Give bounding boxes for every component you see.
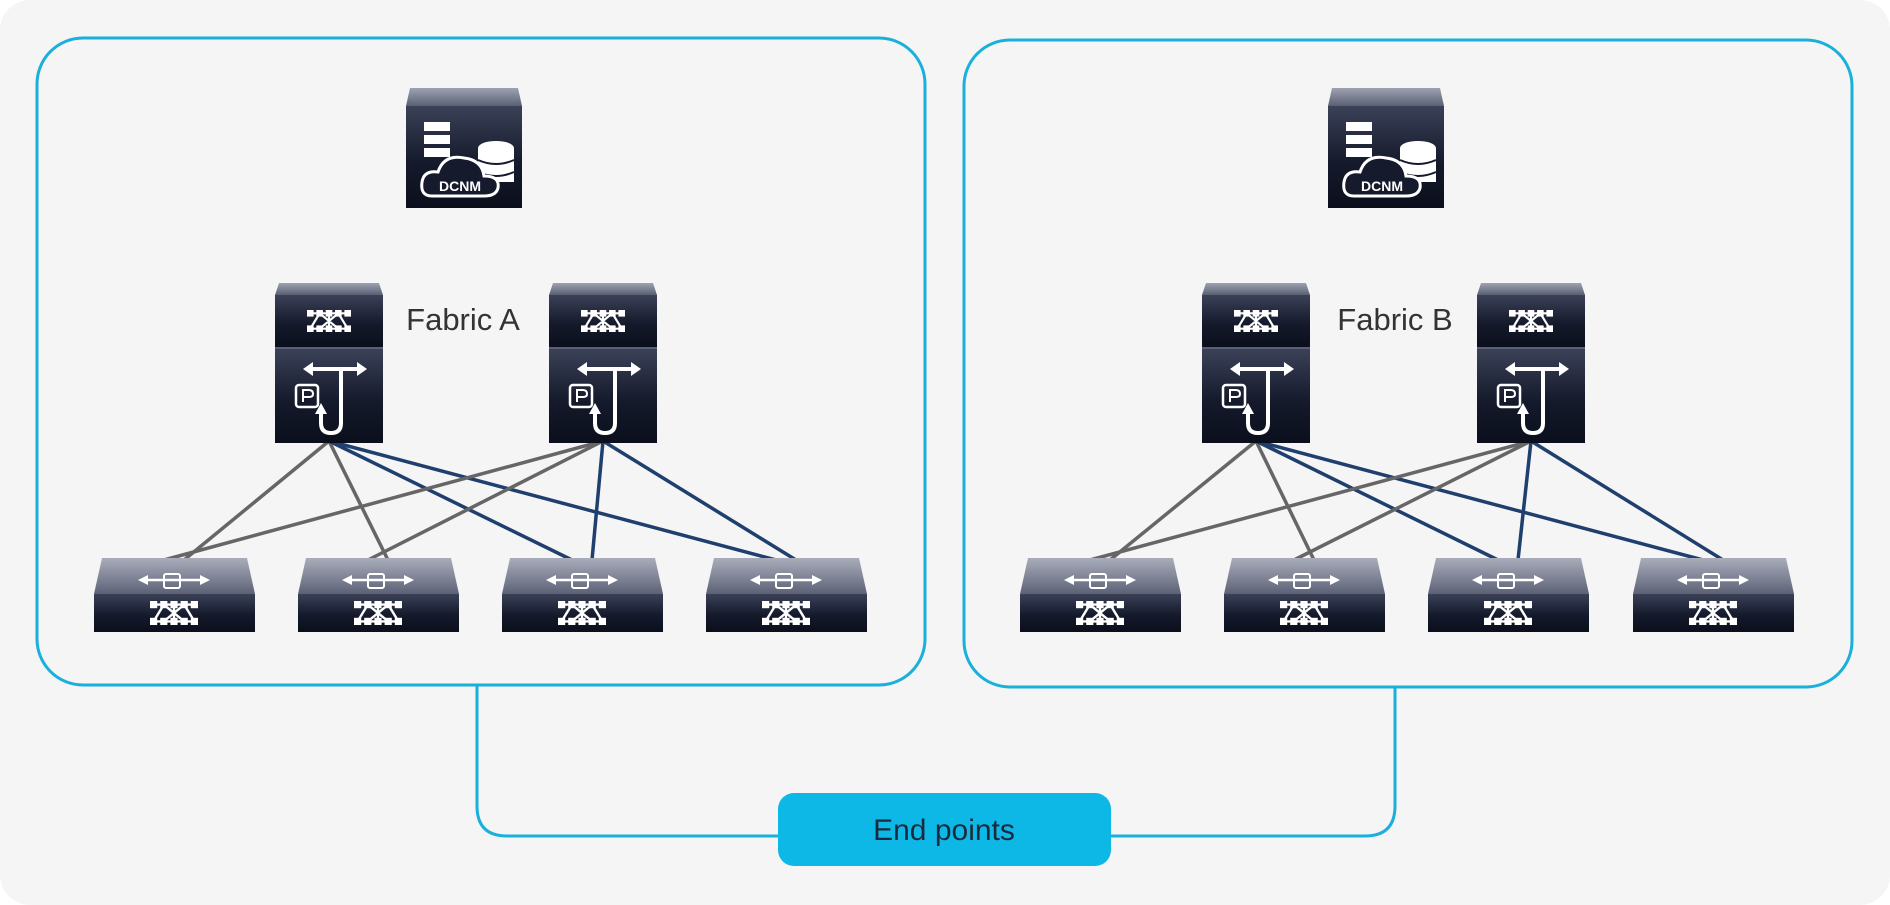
fabric-a-link-spine2-leaf4 (602, 439, 797, 562)
fabric-b-controller-label: DCNM (1361, 178, 1403, 194)
fabric-b-link-spine1-leaf1 (1108, 439, 1258, 562)
fabric-devices: DCNM DCNM (94, 88, 1794, 632)
fabric-b-endpoint-connector (1110, 686, 1397, 838)
fabric-a-leaf-2 (298, 558, 459, 632)
fabric-b-leaf-1 (1020, 558, 1181, 632)
fabric-b-leaf-3 (1428, 558, 1589, 632)
fabric-a-spine-1 (275, 283, 383, 443)
fabric-b-spine-1 (1202, 283, 1310, 443)
fabric-b-link-spine2-leaf3 (1516, 440, 1533, 561)
fabric-b-link-spine2-leaf4 (1530, 439, 1724, 562)
fabric-links (163, 439, 1724, 562)
fabric-a-link-spine2-leaf1 (163, 439, 604, 562)
fabric-b-leaf-2 (1224, 558, 1385, 632)
fabric-b-controller: DCNM (1328, 88, 1444, 208)
fabric-b-leaf-4 (1633, 558, 1794, 632)
fabric-a-boundary (35, 36, 927, 687)
fabric-a-controller: DCNM (406, 88, 522, 208)
fabric-b-link-spine1-leaf4 (1255, 439, 1704, 562)
fabric-b-link-spine1-leaf3 (1255, 439, 1499, 562)
endpoints-label: End points (873, 814, 1015, 847)
fabric-a-link-spine1-leaf4 (328, 439, 777, 562)
fabric-a-link-spine1-leaf1 (182, 439, 331, 562)
fabric-a-link-spine2-leaf2 (367, 439, 604, 562)
fabric-b-link-spine2-leaf1 (1089, 439, 1532, 562)
fabric-a-spine-2 (549, 283, 657, 443)
fabric-a-link-spine1-leaf3 (328, 439, 573, 562)
fabric-a-label: Fabric A (406, 302, 520, 337)
fabric-a-endpoint-connector (475, 686, 780, 838)
fabric-b-label: Fabric B (1337, 302, 1452, 337)
endpoints-node: End points (778, 793, 1111, 866)
fabric-a-link-spine1-leaf2 (327, 440, 390, 561)
fabric-a-controller-label: DCNM (439, 178, 481, 194)
fabric-a-leaf-1 (94, 558, 255, 632)
fabric-b-link-spine1-leaf2 (1254, 440, 1316, 561)
fabric-a-link-spine2-leaf3 (590, 440, 605, 561)
fabric-a-leaf-4 (706, 558, 867, 632)
fabric-a-leaf-3 (502, 558, 663, 632)
fabric-b-spine-2 (1477, 283, 1585, 443)
endpoints-box (778, 793, 1111, 866)
fabric-b-boundary (962, 38, 1854, 689)
fabric-b-link-spine2-leaf2 (1293, 439, 1532, 562)
